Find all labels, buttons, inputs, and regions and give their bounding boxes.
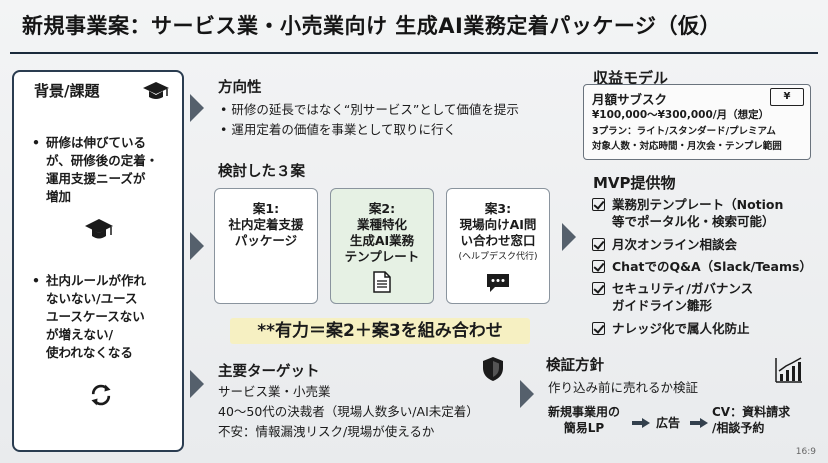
chevron-right-icon [190,370,204,398]
revenue-line: 対象人数・対応時間・月次会・テンプレ範囲 [592,141,782,152]
target-line: 40〜50代の決裁者（現場人数多い/AI未定着） [218,404,479,419]
background-panel: 背景/課題 • 研修は伸びている が、研修後の定着・ 運用支援ニーズが 増加 •… [12,70,184,452]
revenue-box [583,84,811,160]
money-bill-icon: ¥ [770,88,804,106]
mvp-item: ナレッジ化で属人化防止 [592,320,750,337]
arrow-right-icon [632,418,650,428]
revenue-heading: 収益モデル [593,69,669,87]
direction-bullet: • 運用定着の価値を事業として取りに行く [220,122,456,137]
bar-chart-icon [775,357,802,383]
checkbox-icon [592,260,605,273]
validation-step-ad: 広告 [656,416,681,430]
graduation-cap-icon [85,219,113,239]
aspect-label: 16:9 [795,447,816,457]
validation-step-lp: 新規事業用の 簡易LP [548,405,621,435]
checkbox-icon [592,238,605,251]
direction-bullet: • 研修の延長ではなく“別サービス”として価値を提示 [220,102,519,117]
chevron-right-icon [190,94,204,122]
chevron-right-icon [562,223,576,251]
graduation-cap-icon [143,82,169,99]
chevron-right-icon [520,380,534,408]
direction-heading: 方向性 [218,80,262,96]
shield-icon [483,357,503,381]
mvp-item: 月次オンライン相談会 [592,236,737,253]
plan-card-2: 案2: 業種特化 生成AI業務 テンプレート [330,188,434,304]
target-heading: 主要ターゲット [218,364,320,380]
revenue-line: 月額サブスク [592,92,668,107]
plans-heading: 検討した３案 [218,164,305,180]
background-heading: 背景/課題 [34,82,100,100]
revenue-line: 3プラン：ライト/スタンダード/プレミアム [592,126,776,137]
validation-heading: 検証方針 [546,358,604,374]
revenue-line: ¥100,000〜¥300,000/月（想定） [592,109,770,121]
chevron-right-icon [190,232,204,260]
mvp-heading: MVP提供物 [593,174,676,192]
arrow-right-icon [690,418,708,428]
title-divider [10,52,818,54]
plan-card-1: 案1: 社内定着支援 パッケージ [214,188,318,304]
target-line: 不安：情報漏洩リスク/現場が使えるか [218,424,435,439]
conclusion-highlight [230,318,530,344]
document-icon [373,271,391,293]
page-title: 新規事業案：サービス業・小売業向け 生成AI業務定着パッケージ（仮） [22,14,721,38]
target-line: サービス業・小売業 [218,384,331,399]
validation-step-cv: CV：資料請求 /相談予約 [712,405,791,435]
mvp-item: ChatでのQ&A（Slack/Teams） [592,258,812,275]
checkbox-icon [592,282,605,295]
validation-subtitle: 作り込み前に売れるか検証 [548,380,699,395]
background-bullet-2: • 社内ルールが作れ ないない/ユース ユースケースない が増えない/ 使われな… [32,273,147,360]
mvp-item: セキュリティ/ガバナンス ガイドライン雛形 [592,280,753,314]
background-bullet-1: • 研修は伸びている が、研修後の定着・ 運用支援ニーズが 増加 [32,135,159,204]
mvp-item: 業務別テンプレート（Notion 等でポータル化・検索可能） [592,196,783,230]
checkbox-icon [592,198,605,211]
checkbox-icon [592,322,605,335]
conclusion-text: **有力＝案2＋案3を組み合わせ [257,321,503,341]
refresh-icon [91,384,111,406]
chat-bubble-icon [487,274,509,292]
plan-card-3: 案3: 現場向けAI問 い合わせ窓口 (ヘルプデスク代行) [446,188,550,304]
